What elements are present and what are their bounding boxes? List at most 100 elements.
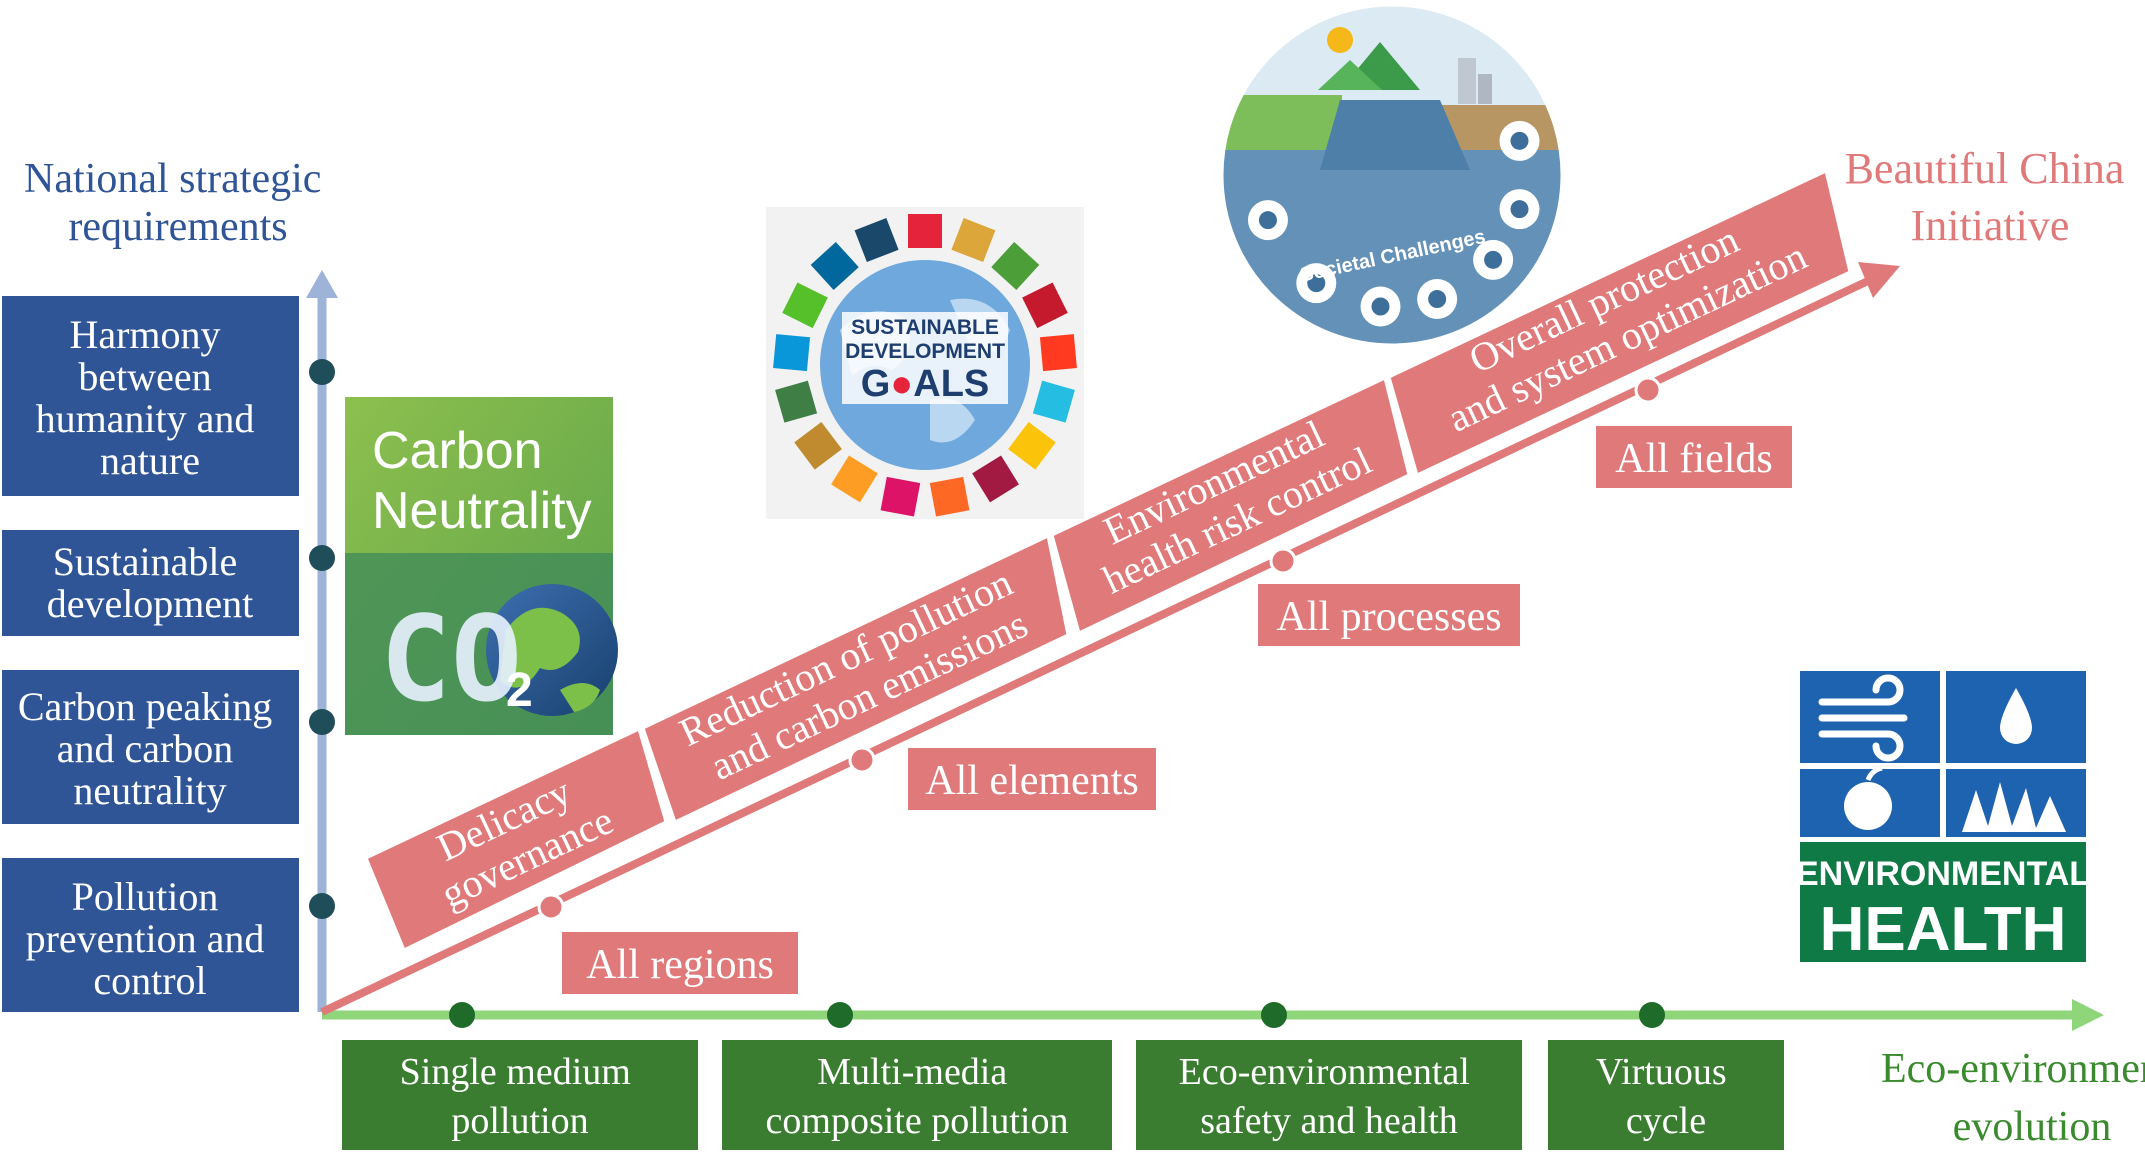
svg-text:Pollution prevention a: Pollution prevention and control [26,874,275,1003]
svg-text:Eco-environmental safe: Eco-environmental safety and health [1179,1051,1480,1142]
carbon-neutrality-image: Carbon Neutrality CO 2 [345,397,618,735]
y-axis-dot [309,709,335,735]
x-axis-dot [449,1002,475,1028]
sdg-goal-tile [991,241,1040,290]
y-box-line: and carbon [57,726,234,771]
city-icon [1458,58,1476,104]
tag-label: All regions [586,942,774,988]
y-box-line: Pollution [72,874,219,919]
tag-all-elements: All elements [908,748,1156,810]
sdg-goal-tile [929,476,970,517]
y-box-line: Carbon peaking [18,684,272,729]
sdg-image: SUSTAINABLE DEVELOPMENT G●ALS [766,207,1084,519]
wind-icon [1818,674,1908,762]
societal-challenge-icon-inner [1510,131,1529,150]
environmental-health-image: ENVIRONMENTAL HEALTH [1796,667,2090,965]
y-axis-dot [309,359,335,385]
sdg-goal-tile [854,218,899,263]
svg-text:Harmony between: Harmony between humanity and nature [36,312,265,483]
grass-icon [1962,782,2066,832]
diagonal-dot [537,893,565,921]
x-axis: Eco-environment evolution Single medium … [322,999,2145,1150]
x-axis-dot [1261,1002,1287,1028]
env-health-title-line: HEALTH [1820,895,2067,964]
y-box-pollution-prevention: Pollution prevention and control [2,858,299,1012]
x-box-line: Eco-environmental [1179,1051,1470,1093]
x-box-multi-media: Multi-media composite pollution [722,1040,1112,1150]
tag-all-processes: All processes [1258,584,1520,646]
y-box-sustainable: Sustainable development [2,530,299,636]
x-box-line: cycle [1626,1100,1706,1142]
co2-subscript: 2 [506,664,533,717]
svg-text:Sustainable developmen: Sustainable development [47,539,254,626]
sdg-title-line: SUSTAINABLE [851,316,999,339]
societal-challenge-icon-inner [1510,200,1529,219]
sdg-goal-tile [794,421,842,470]
y-box-line: control [93,958,206,1003]
tag-label: All fields [1615,436,1772,482]
y-box-line: Sustainable [53,539,237,584]
sdg-goal-tile [951,218,996,263]
tag-all-regions: All regions [562,932,798,994]
sdg-goals-suffix: ALS [913,363,989,405]
water-drop-icon [2000,688,2032,744]
y-box-line: development [47,581,254,626]
svg-text:Carbon peaking and car: Carbon peaking and carbon neutrality [18,684,282,813]
sdg-goal-tile [810,241,859,290]
societal-challenge-icon-inner [1428,290,1447,309]
y-axis: National strategic requirements Harmony … [2,156,338,1012]
diagonal-axis: Beautiful China Initiative Delicacy gove… [320,144,2125,1016]
sdg-goal-tile [1022,282,1068,329]
y-box-harmony: Harmony between humanity and nature [2,296,299,496]
tag-label: All processes [1276,594,1501,640]
diagonal-dot [848,746,876,774]
societal-challenge-icon-inner [1484,250,1503,269]
x-box-line: pollution [451,1100,588,1142]
diagonal-dot [1634,376,1662,404]
y-axis-title-line: requirements [68,204,287,250]
x-box-line: safety and health [1200,1100,1457,1142]
y-box-line: nature [100,438,200,483]
sdg-goal-tile [782,282,828,329]
societal-challenge-icon-inner [1371,297,1390,316]
sdg-goal-tile [1032,380,1075,423]
sdg-goal-tile [908,214,942,248]
carbon-title-line: Neutrality [372,482,592,540]
tag-label: All elements [925,758,1138,804]
societal-challenge-icon-inner [1307,274,1326,293]
y-axis-title: National strategic requirements [24,156,332,250]
x-box-line: Virtuous [1596,1051,1727,1093]
sdg-goal-tile [1008,421,1056,470]
sdg-goal-ring [773,214,1077,517]
y-box-carbon-peaking: Carbon peaking and carbon neutrality [2,670,299,824]
sdg-goal-tile [773,334,811,372]
y-box-line: neutrality [73,768,226,813]
svg-text:Virtuous cycle: Virtuous cycle [1596,1051,1736,1142]
x-box-line: Multi-media [817,1051,1007,1093]
sdg-goals-word: G●ALS [861,363,990,405]
sdg-wheel-icon: ● [890,363,913,405]
x-axis-title-line: Eco-environment [1881,1046,2145,1092]
x-axis-title: Eco-environment evolution [1881,1046,2145,1150]
x-box-line: composite pollution [766,1100,1069,1142]
x-box-virtuous-cycle: Virtuous cycle [1548,1040,1784,1150]
y-axis-dot [309,893,335,919]
x-box-line: Single medium [400,1051,631,1093]
diagonal-arrow-line [320,276,1872,1016]
globe-icon [486,584,618,716]
sdg-title-line: DEVELOPMENT [845,340,1005,363]
y-box-line: between [78,354,211,399]
societal-challenges-image: Societal Challenges [1220,3,1564,347]
carbon-title-line: Carbon [372,422,543,480]
diagonal-title-line: Beautiful China [1845,144,2125,193]
x-axis-arrowhead [2072,999,2104,1031]
diagonal-title-line: Initiative [1911,201,2070,250]
sdg-goal-tile [972,455,1019,503]
societal-icon-ring [1247,120,1540,327]
sdg-goal-tile [831,455,878,503]
y-axis-dot [309,545,335,571]
sdg-goal-tile [775,380,818,423]
y-box-line: Harmony [69,312,220,357]
y-axis-title-line: National strategic [24,156,321,202]
